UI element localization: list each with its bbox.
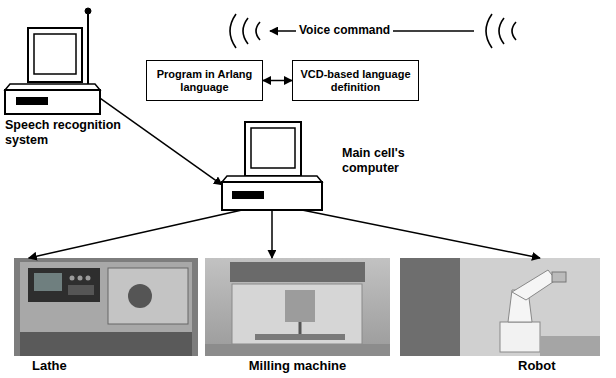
connector-arrow xyxy=(100,98,222,185)
wave-arc xyxy=(486,14,492,48)
photo-ground xyxy=(400,258,600,356)
antenna xyxy=(87,14,89,84)
machine-base xyxy=(20,332,192,356)
panel-keys xyxy=(68,285,94,295)
control-panel xyxy=(28,268,100,302)
lathe-chuck xyxy=(128,284,152,308)
machine-photo: Robot xyxy=(400,258,600,356)
wave-arc xyxy=(256,22,260,40)
wave-arc xyxy=(230,14,236,48)
wave-arc xyxy=(243,18,248,44)
connector-arrow xyxy=(302,210,540,258)
connector-arrow xyxy=(263,80,292,82)
work-table xyxy=(540,336,600,356)
machine-door xyxy=(108,268,188,324)
robot-forearm xyxy=(512,270,556,300)
connector-arrow xyxy=(271,210,273,258)
panel-screen xyxy=(34,273,62,291)
spindle xyxy=(299,322,302,334)
computer-icon xyxy=(5,8,100,114)
node-label: Speech recognition system xyxy=(5,118,125,148)
panel-button xyxy=(70,276,75,281)
antenna-tip xyxy=(85,8,91,14)
screen xyxy=(34,34,76,74)
base xyxy=(5,90,100,114)
drive-slot xyxy=(232,191,264,199)
connector-arrow xyxy=(29,210,242,258)
signal-label: Voice command xyxy=(296,23,393,37)
box-text: VCD-based language definition xyxy=(298,68,413,94)
panel-button xyxy=(86,276,91,281)
lathe-photo xyxy=(14,258,198,356)
wave-arc xyxy=(512,22,516,40)
node-label: Milling machine xyxy=(205,358,390,373)
milling-photo xyxy=(205,258,390,356)
box-text: Program in Arlang language xyxy=(152,68,257,94)
drive-slot xyxy=(16,97,48,105)
machine-door xyxy=(232,284,362,344)
robot-gripper xyxy=(552,272,566,282)
screen xyxy=(251,128,295,168)
monitor xyxy=(245,122,301,176)
computer-node: Main cell's computer xyxy=(222,120,322,210)
computer-icon xyxy=(222,122,322,210)
wave-arc xyxy=(499,18,504,44)
machine-photo: Milling machine xyxy=(205,258,390,356)
machine-housing xyxy=(20,262,192,332)
machine-photo: Lathe xyxy=(14,258,198,356)
robot-base xyxy=(500,322,540,352)
base xyxy=(222,182,322,210)
photo-ground xyxy=(205,258,390,356)
machine-base xyxy=(205,344,390,356)
spindle-head xyxy=(285,290,315,322)
panel-button xyxy=(78,276,83,281)
node-label: Main cell's computer xyxy=(342,146,447,176)
node-label: Lathe xyxy=(32,358,67,373)
sound-waves xyxy=(230,14,516,48)
background-cabinet xyxy=(400,258,460,356)
robot-photo xyxy=(400,258,600,356)
machine-top xyxy=(230,262,365,282)
machine-table xyxy=(255,334,345,340)
process-box: Program in Arlang language xyxy=(146,60,263,101)
photo-ground xyxy=(14,258,198,356)
process-box: VCD-based language definition xyxy=(292,60,419,101)
node-label: Robot xyxy=(518,358,556,373)
monitor xyxy=(28,28,82,82)
computer-node: Speech recognition system xyxy=(5,8,100,114)
